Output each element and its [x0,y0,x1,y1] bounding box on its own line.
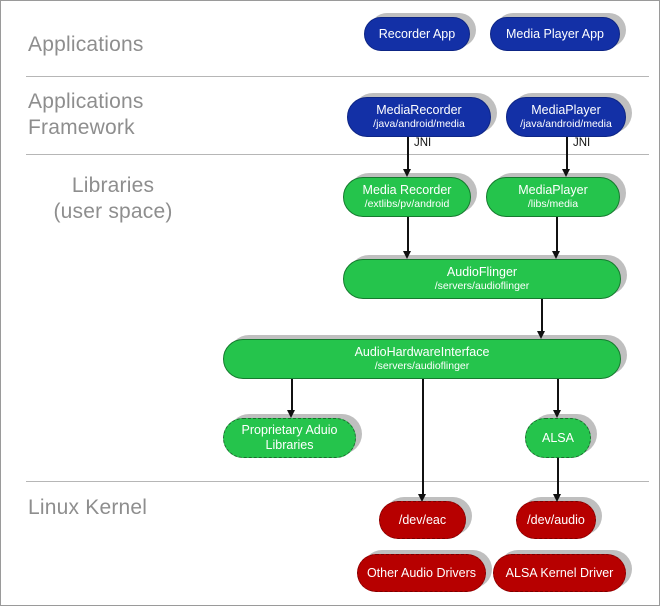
node-recorder-app[interactable]: Recorder App [364,17,470,51]
divider-framework [26,154,649,155]
node-audiohardwareinterface[interactable]: AudioHardwareInterface /servers/audiofli… [223,339,621,379]
node-title: Media Player App [506,26,604,41]
node-media-recorder-lib[interactable]: Media Recorder /extlibs/pv/android [343,177,471,217]
jni-label-right: JNI [573,137,591,149]
arrow-ahi-to-proprietary [287,410,295,418]
edge-ahi-to-dev-eac [422,377,424,497]
node-title: MediaRecorder [376,103,462,117]
layer-label-kernel: Linux Kernel [28,496,148,519]
node-title: Recorder App [378,26,456,41]
node-subtitle: /libs/media [527,198,579,210]
node-title: MediaPlayer [531,103,601,117]
divider-applications [26,76,649,77]
node-title: ALSA Kernel Driver [505,565,614,580]
node-title: AudioFlinger [446,265,518,279]
node-media-player-app[interactable]: Media Player App [490,17,620,51]
node-mediaplayer-lib[interactable]: MediaPlayer /libs/media [486,177,620,217]
node-audioflinger[interactable]: AudioFlinger /servers/audioflinger [343,259,621,299]
arrow-mediaplayerlib-to-audioflinger [552,251,560,259]
node-proprietary-audio-libs[interactable]: Proprietary Aduio Libraries [223,418,356,458]
node-other-audio-drivers[interactable]: Other Audio Drivers [357,554,486,592]
node-alsa-kernel-driver[interactable]: ALSA Kernel Driver [493,554,626,592]
arrow-ahi-to-dev-eac [418,494,426,502]
node-subtitle: /servers/audioflinger [374,360,470,372]
node-dev-eac[interactable]: /dev/eac [379,501,466,539]
node-title: Other Audio Drivers [366,565,477,580]
arrow-ahi-to-alsa [553,410,561,418]
node-mediarecorder-framework[interactable]: MediaRecorder /java/android/media [347,97,491,137]
arrow-audioflinger-to-ahi [537,331,545,339]
node-subtitle: /java/android/media [373,118,465,130]
arrow-alsa-to-dev-audio [553,494,561,502]
layer-label-framework: Applications Framework [28,90,144,139]
node-title: Proprietary Aduio Libraries [241,423,338,452]
divider-kernel [26,481,649,482]
edge-mediaplayer-to-lib [566,136,568,173]
edge-ahi-to-proprietary [291,377,293,414]
node-alsa[interactable]: ALSA [525,418,591,458]
layer-label-applications: Applications [28,33,144,56]
edge-audioflinger-to-ahi [541,297,543,335]
node-subtitle: /extlibs/pv/android [364,198,450,210]
node-title: /dev/eac [398,512,447,527]
node-subtitle: /servers/audioflinger [434,280,530,292]
node-subtitle: /java/android/media [520,118,612,130]
jni-label-left: JNI [414,137,432,149]
edge-ahi-to-alsa [557,377,559,414]
arrow-mediarecorderlib-to-audioflinger [403,251,411,259]
edge-mediaplayerlib-to-audioflinger [556,217,558,255]
node-title: ALSA [542,430,574,445]
edge-mediarecorderlib-to-audioflinger [407,217,409,255]
node-dev-audio[interactable]: /dev/audio [516,501,596,539]
node-title: AudioHardwareInterface [354,345,490,359]
arrow-mediarecorder-to-lib [403,169,411,177]
node-mediaplayer-framework[interactable]: MediaPlayer /java/android/media [506,97,626,137]
arrow-mediaplayer-to-lib [562,169,570,177]
node-title: /dev/audio [527,512,585,527]
node-title: MediaPlayer [518,183,588,197]
edge-mediarecorder-to-lib [407,136,409,173]
edge-alsa-to-dev-audio [557,456,559,497]
node-title: Media Recorder [362,183,452,197]
layer-label-libraries: Libraries (user space) [53,174,173,223]
